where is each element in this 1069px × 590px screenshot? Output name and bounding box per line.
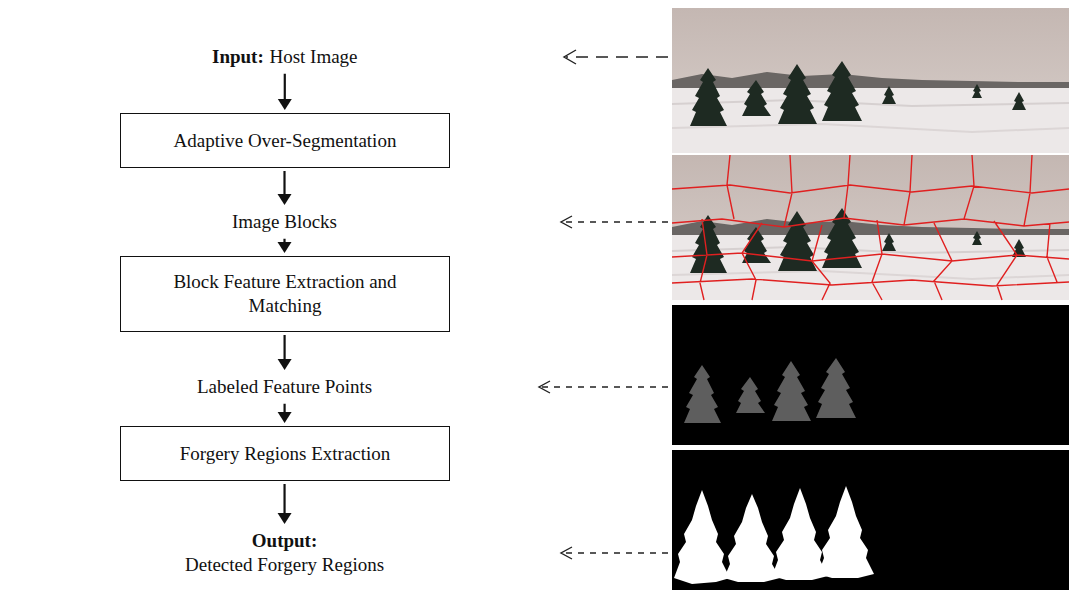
forgery-mask-image [672,450,1069,590]
flow-line [284,74,286,100]
step-text: Labeled Feature Points [197,375,372,399]
step-text: Host Image [269,46,357,67]
process-box: Forgery Regions Extraction [120,426,450,481]
step-tag: Input: [212,46,264,67]
arrow-head [278,99,292,110]
step-label: Image Blocks [228,208,341,236]
arrow-head [278,412,292,423]
step-text: Forgery Regions Extraction [180,442,391,466]
flow-arrow [278,404,292,423]
arrow-head [278,513,292,524]
feature-points-image [672,305,1069,445]
arrow-head [278,194,292,205]
leader-arrows [539,50,668,559]
flow-line [283,335,285,360]
arrow-head [278,242,292,253]
segmented-image [672,155,1069,300]
step-text: Adaptive Over-Segmentation [174,129,397,153]
step-label: Labeled Feature Points [193,373,376,401]
flow-arrow [278,74,292,110]
flow-arrow [278,239,292,253]
step-text: Image Blocks [232,210,337,234]
process-box: Block Feature Extraction and Matching [120,256,450,332]
arrow-head [278,359,292,370]
step-label: Output:Detected Forgery Regions [181,527,388,579]
step-label: Input:Host Image [208,43,362,71]
flow-arrow [278,484,292,524]
flow-line [283,171,285,195]
flow-arrow [278,335,292,370]
step-text: Detected Forgery Regions [185,553,384,577]
process-box: Adaptive Over-Segmentation [120,113,450,168]
step-text: Block Feature Extraction and Matching [161,270,409,318]
step-tag: Output: [185,529,384,553]
flow-arrow [278,171,292,205]
flow-line [283,404,285,413]
flow-line [283,484,285,514]
host-image [672,8,1069,153]
